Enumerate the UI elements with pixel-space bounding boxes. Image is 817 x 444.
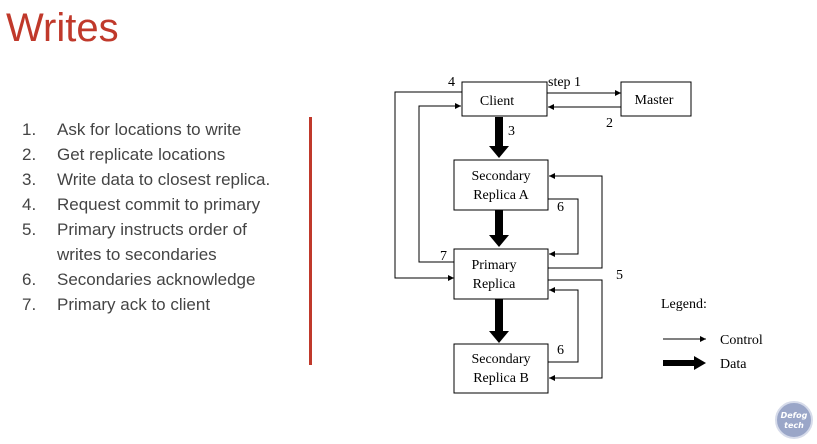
step-number: 5. <box>22 220 37 239</box>
step-number: 7. <box>22 295 37 314</box>
list-item: 7. Primary ack to client <box>22 292 292 317</box>
list-item: 5. Primary instructs order of writes to … <box>22 217 292 267</box>
logo-mark: Defog tech <box>781 411 808 430</box>
step-number: 6. <box>22 270 37 289</box>
primary-label-line2: Replica <box>473 277 517 292</box>
primary-label-line1: Primary <box>471 258 516 273</box>
master-node: Master <box>620 81 692 117</box>
list-item: 3. Write data to closest replica. <box>22 167 292 192</box>
secondary-b-label-line2: Replica B <box>473 371 529 386</box>
data-arrow-primary-to-secondary-b <box>489 299 509 343</box>
data-arrow-secondary-a-to-primary <box>489 210 509 247</box>
secondary-replica-a-node: Secondary Replica A <box>453 159 549 211</box>
list-item: 4. Request commit to primary <box>22 192 292 217</box>
logo-text-line2: tech <box>784 421 804 430</box>
step-text: Ask for locations to write <box>57 120 242 139</box>
legend-control-label: Control <box>720 333 763 348</box>
secondary-b-label-line1: Secondary <box>471 352 530 367</box>
edge-primary-to-secondary-b <box>548 279 603 381</box>
primary-replica-node: Primary Replica <box>453 248 549 300</box>
step-text: Secondaries acknowledge <box>57 270 256 289</box>
label-7: 7 <box>440 249 447 264</box>
step-text: Write data to closest replica. <box>57 170 271 189</box>
step-text: Primary instructs order of writes to sec… <box>57 220 247 264</box>
list-item: 6. Secondaries acknowledge <box>22 267 292 292</box>
client-label: Client <box>480 94 514 109</box>
secondary-a-label-line1: Secondary <box>471 169 530 184</box>
defog-tech-logo: Defog tech <box>775 401 813 439</box>
step-text: Primary ack to client <box>57 295 211 314</box>
master-label: Master <box>635 93 674 108</box>
step-number: 2. <box>22 145 37 164</box>
edge-primary-to-client <box>418 103 461 263</box>
label-6a: 6 <box>557 200 564 215</box>
label-6b: 6 <box>557 343 564 358</box>
list-item: 2. Get replicate locations <box>22 142 292 167</box>
client-node: Client <box>461 81 548 117</box>
legend-title: Legend: <box>661 297 707 312</box>
legend-data-arrow-shaft <box>663 360 696 366</box>
vertical-divider <box>309 117 312 365</box>
edge-primary-to-secondary-a <box>548 173 603 269</box>
label-4: 4 <box>448 75 455 90</box>
legend-data-arrow-head <box>694 356 706 370</box>
list-item: 1. Ask for locations to write <box>22 117 292 142</box>
step-number: 4. <box>22 195 37 214</box>
legend: Legend: Control Data <box>661 297 763 372</box>
edge-secondary-b-ack <box>548 287 579 363</box>
step-text: Get replicate locations <box>57 145 226 164</box>
step-number: 1. <box>22 120 37 139</box>
data-arrow-client-to-secondary-a <box>489 117 509 158</box>
label-5: 5 <box>616 268 623 283</box>
label-3: 3 <box>508 124 515 139</box>
edge-secondary-a-ack <box>548 198 579 257</box>
slide-title: Writes <box>6 6 119 50</box>
secondary-a-label-line2: Replica A <box>473 188 529 203</box>
step-number: 3. <box>22 170 37 189</box>
logo-text-line1: Defog <box>781 411 808 420</box>
steps-list: 1. Ask for locations to write 2. Get rep… <box>22 117 292 317</box>
legend-data-label: Data <box>720 357 747 372</box>
label-step1: step 1 <box>548 75 581 90</box>
step-text: Request commit to primary <box>57 195 261 214</box>
label-2: 2 <box>606 116 613 131</box>
secondary-replica-b-node: Secondary Replica B <box>453 343 549 394</box>
edge-client-to-primary <box>394 91 462 281</box>
